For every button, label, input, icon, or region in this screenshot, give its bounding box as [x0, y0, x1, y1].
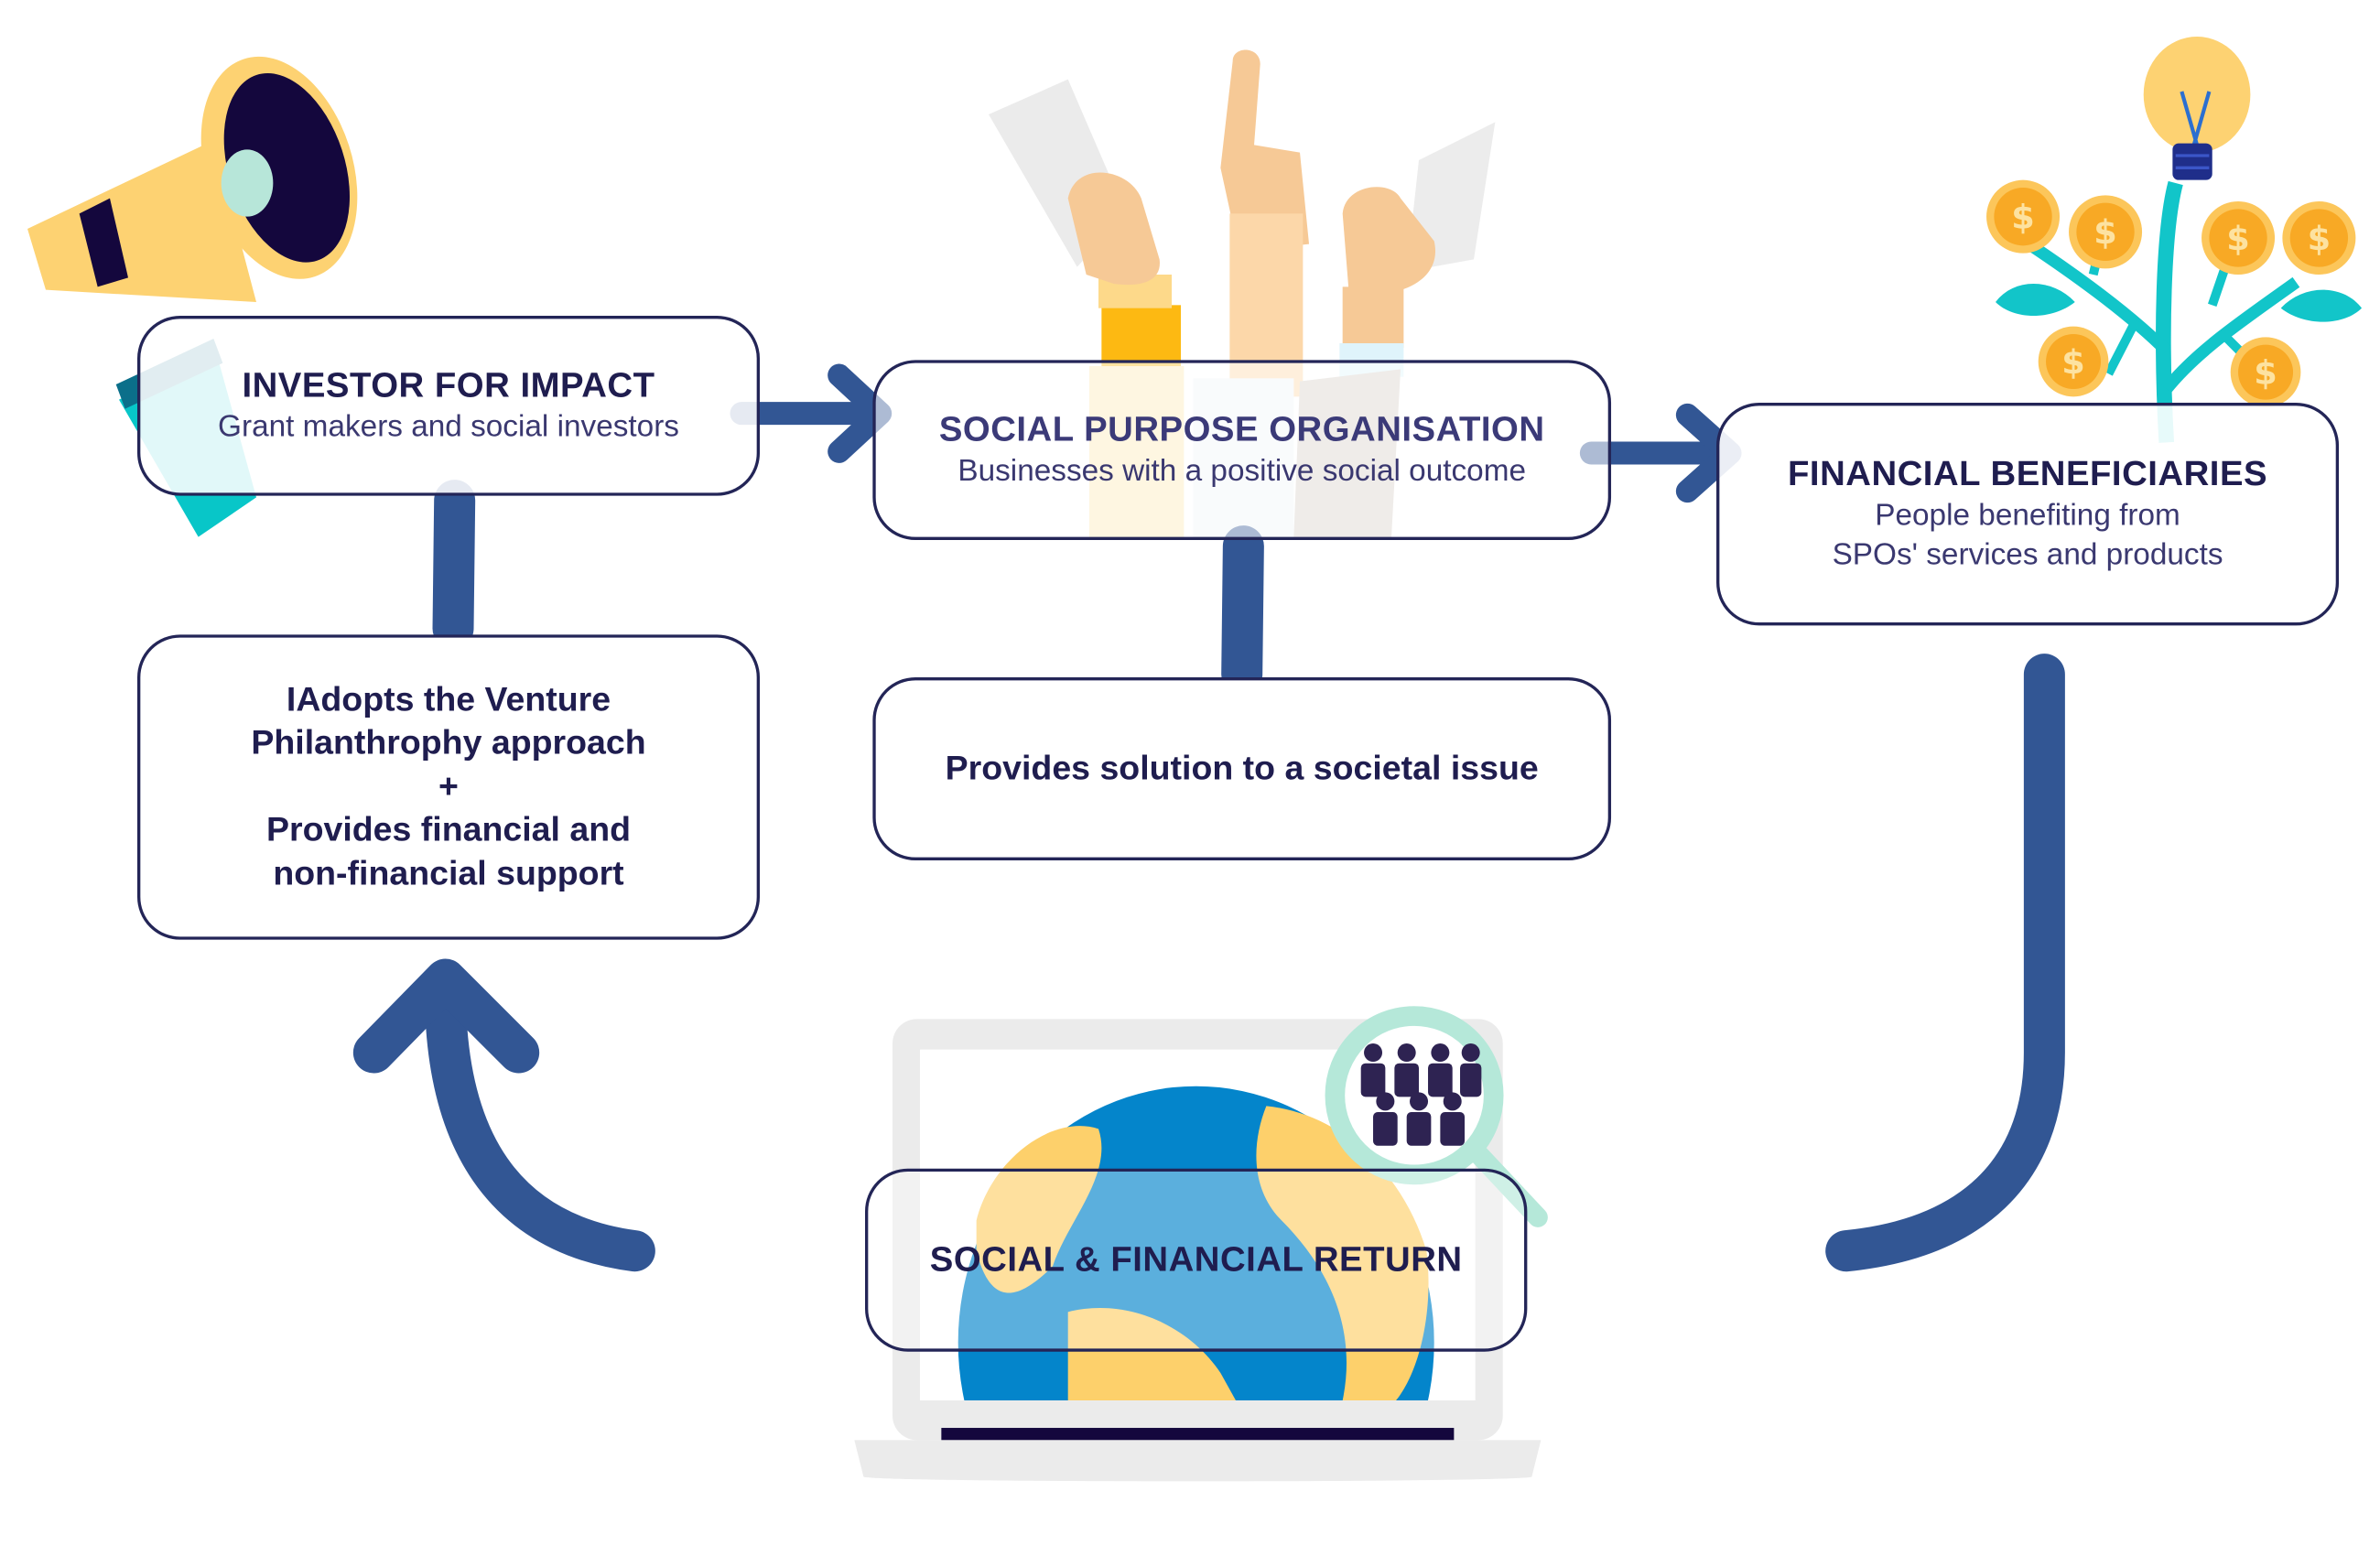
node-text: Provides solution to a societal issue	[945, 748, 1539, 787]
node-venture-philanthropy-approach: IAdopts the Venture Philanthrophy approa…	[137, 634, 761, 940]
connector-spo-to-solution	[1221, 525, 1264, 696]
node-text-line-5: non-financial support	[273, 853, 624, 892]
arrow-spo-to-beneficiaries	[1579, 403, 1742, 503]
connector-investor-to-adopts	[432, 480, 476, 650]
money-tree-lightbulb-icon: $ $ $ $ $ $	[1986, 37, 2363, 443]
node-subtitle: Grant makers and social investors	[218, 410, 679, 444]
svg-text:$: $	[2093, 213, 2117, 253]
svg-text:$: $	[2226, 219, 2250, 258]
node-title: SOCIAL PURPOSE ORGANISATION	[938, 409, 1545, 449]
svg-text:$: $	[2061, 342, 2085, 382]
node-text-line-4: Provides financial and	[265, 810, 632, 849]
node-social-purpose-organisation: SOCIAL PURPOSE ORGANISATION Businesses w…	[872, 360, 1612, 541]
arrow-investor-to-spo	[730, 363, 892, 463]
globe-laptop-magnifier-icon	[854, 1006, 1548, 1482]
node-title: SOCIAL & FINANCIAL RETURN	[929, 1238, 1463, 1280]
curve-beneficiaries-to-return	[1825, 654, 2065, 1272]
node-financial-beneficiaries: FINANCIAL BENEFICIARIES People benefitin…	[1716, 403, 2340, 626]
node-subtitle-line-1: People benefiting from	[1875, 498, 2180, 533]
svg-text:$: $	[2254, 353, 2277, 393]
node-text-line-1: IAdopts the Venture	[286, 679, 611, 719]
node-investor-for-impact: INVESTOR FOR IMPACT Grant makers and soc…	[137, 316, 761, 496]
node-subtitle: Businesses with a positive social outcom…	[957, 454, 1527, 489]
curved-arrow-return-to-adopts	[352, 958, 655, 1272]
node-social-financial-return: SOCIAL & FINANCIAL RETURN	[865, 1168, 1528, 1352]
node-text-plus: +	[438, 766, 459, 805]
node-title: FINANCIAL BENEFICIARIES	[1788, 453, 2268, 493]
node-societal-solution: Provides solution to a societal issue	[872, 677, 1612, 861]
node-title: INVESTOR FOR IMPACT	[242, 364, 655, 405]
node-subtitle-line-2: SPOs' services and products	[1832, 538, 2223, 572]
svg-text:$: $	[2011, 198, 2035, 237]
svg-text:$: $	[2308, 219, 2331, 258]
people-group-icon	[1360, 1043, 1482, 1146]
node-text-line-2: Philanthrophy approach	[251, 723, 646, 762]
